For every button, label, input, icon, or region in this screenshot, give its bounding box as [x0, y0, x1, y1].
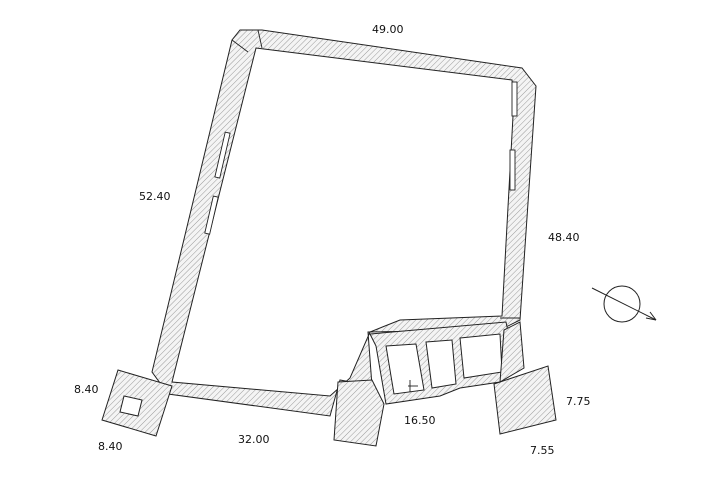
- north-wall-dimension: 49.00: [372, 23, 404, 36]
- west-wall-slit: [204, 195, 219, 235]
- west-tower-width-dimension: 8.40: [98, 440, 123, 453]
- gatehouse: [369, 321, 515, 405]
- nw-corner-detail: [231, 29, 263, 53]
- north-arrow-icon: [591, 285, 657, 323]
- east-wall-slit: [511, 81, 518, 117]
- west-tower-height-dimension: 8.40: [74, 383, 99, 396]
- south-wall-dimension: 32.00: [238, 433, 270, 446]
- southeast-tower-link: [499, 321, 525, 383]
- east-wall-dimension: 48.40: [548, 231, 580, 244]
- west-wall-slit: [214, 131, 231, 179]
- west-wall-dimension: 52.40: [139, 190, 171, 203]
- southwest-tower: [101, 369, 173, 437]
- east-tower-width-dimension: 7.55: [530, 444, 555, 457]
- southeast-tower: [493, 365, 557, 435]
- east-tower-height-dimension: 7.75: [566, 395, 591, 408]
- east-wall-slit: [509, 149, 516, 191]
- south-gate-bastion: [333, 379, 385, 447]
- gate-width-dimension: 16.50: [404, 414, 436, 427]
